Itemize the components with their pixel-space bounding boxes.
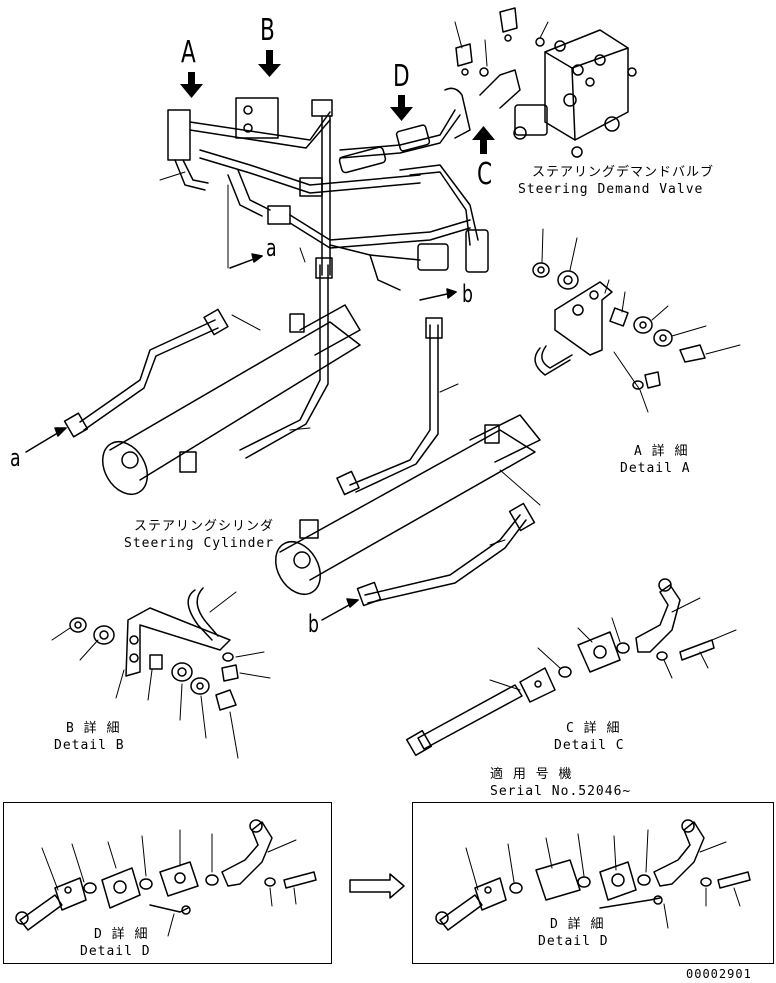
detail-b-leaders <box>51 591 271 759</box>
view-letter-d: D <box>393 59 410 94</box>
detail-b-label-en: Detail B <box>54 738 125 753</box>
cylinder-label-jp: ステアリングシリンダ <box>134 519 275 534</box>
detail-d-right-label-jp: D 詳 細 <box>550 917 605 932</box>
detail-d-original-box <box>3 802 332 964</box>
detail-a-leaders <box>541 228 741 413</box>
conn-letter-b-bottom: b <box>308 610 319 638</box>
detail-d-right-leaders <box>465 829 741 929</box>
steering-cylinder-right <box>274 414 541 595</box>
view-letter-a: A <box>181 35 196 70</box>
detail-d-serial-box <box>412 802 774 964</box>
conn-letter-a-top: a <box>266 234 277 262</box>
steering-cylinder-left <box>101 304 361 495</box>
pipe-bundle <box>167 97 489 291</box>
detail-b-parts <box>69 587 239 711</box>
view-arrow-a-icon <box>180 72 203 98</box>
serial-label-jp: 適 用 号 機 <box>490 767 573 782</box>
detail-d-right-parts <box>435 819 751 931</box>
arrow-b-cylinder <box>321 598 359 621</box>
conn-letter-b-top: b <box>462 280 473 308</box>
figure-number: 00002901 <box>686 967 752 981</box>
conn-letter-a-left: a <box>10 444 21 472</box>
arrow-b-pipe <box>419 288 457 301</box>
detail-c-label-en: Detail C <box>554 738 625 753</box>
view-arrow-c-icon <box>472 126 495 154</box>
steering-demand-valve <box>513 29 637 158</box>
detail-b-label-jp: B 詳 細 <box>66 721 121 736</box>
cylinder-label-en: Steering Cylinder <box>124 536 275 551</box>
serial-label-en: Serial No.52046~ <box>490 784 632 799</box>
valve-label-en: Steering Demand Valve <box>518 182 704 197</box>
detail-c-leaders <box>489 597 737 691</box>
arrow-a-pipe <box>229 253 263 269</box>
arrow-a-cylinder <box>25 427 67 453</box>
detail-d-left-leaders <box>41 829 297 937</box>
detail-a-label-jp: A 詳 細 <box>634 444 689 459</box>
view-letter-c: C <box>477 157 493 192</box>
view-arrow-b-icon <box>258 50 281 77</box>
detail-d-right-label-en: Detail D <box>538 934 609 949</box>
view-arrow-d-icon <box>390 95 413 121</box>
detail-d-left-label-jp: D 詳 細 <box>94 927 149 942</box>
valve-fittings <box>444 7 545 139</box>
detail-a-label-en: Detail A <box>620 461 691 476</box>
detail-c-parts <box>405 578 715 757</box>
detail-d-left-label-en: Detail D <box>80 944 151 959</box>
detail-a-parts <box>532 262 706 390</box>
view-letter-b: B <box>260 13 275 48</box>
box-transition-arrow <box>349 873 405 899</box>
valve-label-jp: ステアリングデマンドバルブ <box>532 165 715 180</box>
detail-c-label-jp: C 詳 細 <box>566 721 621 736</box>
detail-d-left-parts <box>15 819 317 931</box>
leader-lines <box>159 21 549 546</box>
hoses <box>63 257 536 607</box>
